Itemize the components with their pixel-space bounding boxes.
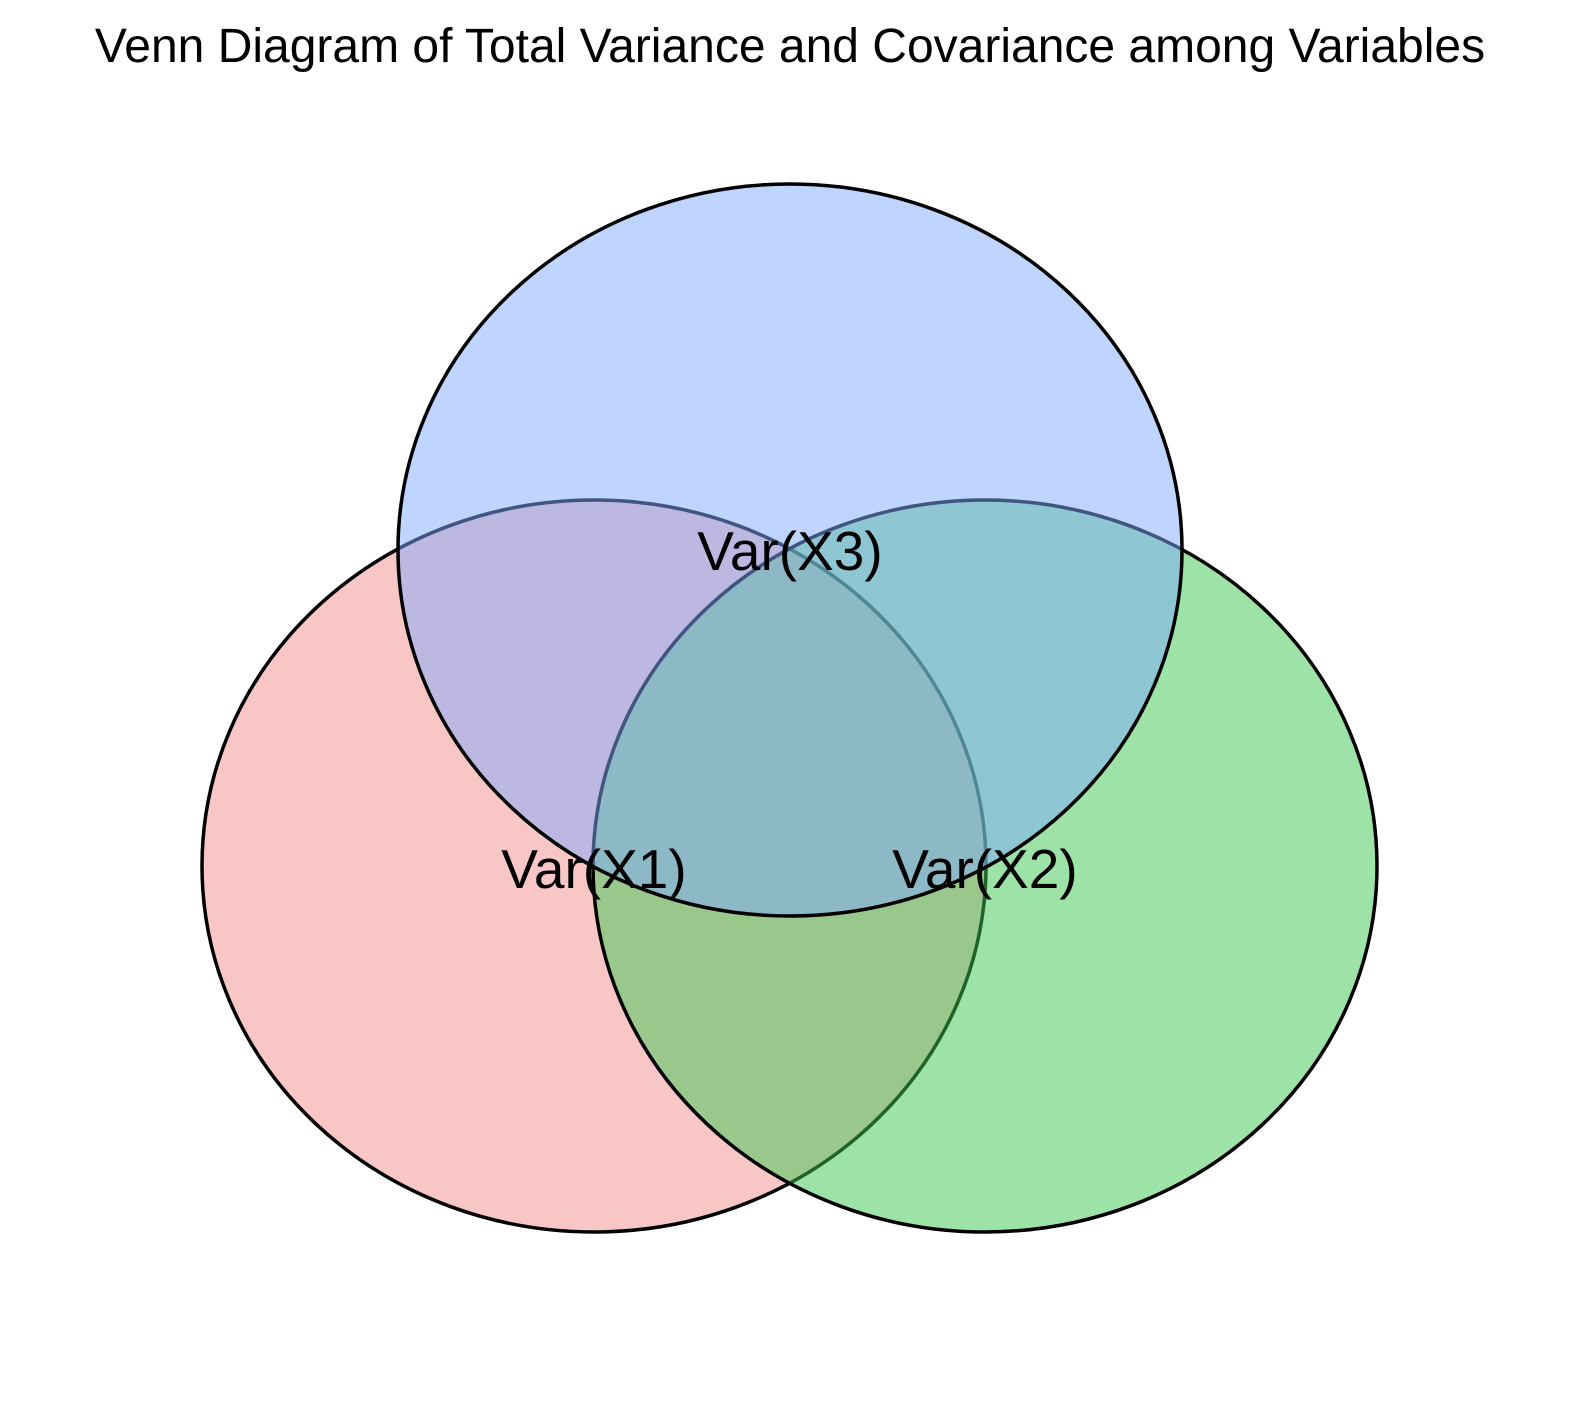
label-var-x2: Var(X2) [892,838,1077,900]
label-var-x1: Var(X1) [501,838,686,900]
label-var-x3: Var(X3) [697,520,882,582]
diagram-title: Venn Diagram of Total Variance and Covar… [95,20,1485,73]
circle-var-x3 [396,182,1184,918]
